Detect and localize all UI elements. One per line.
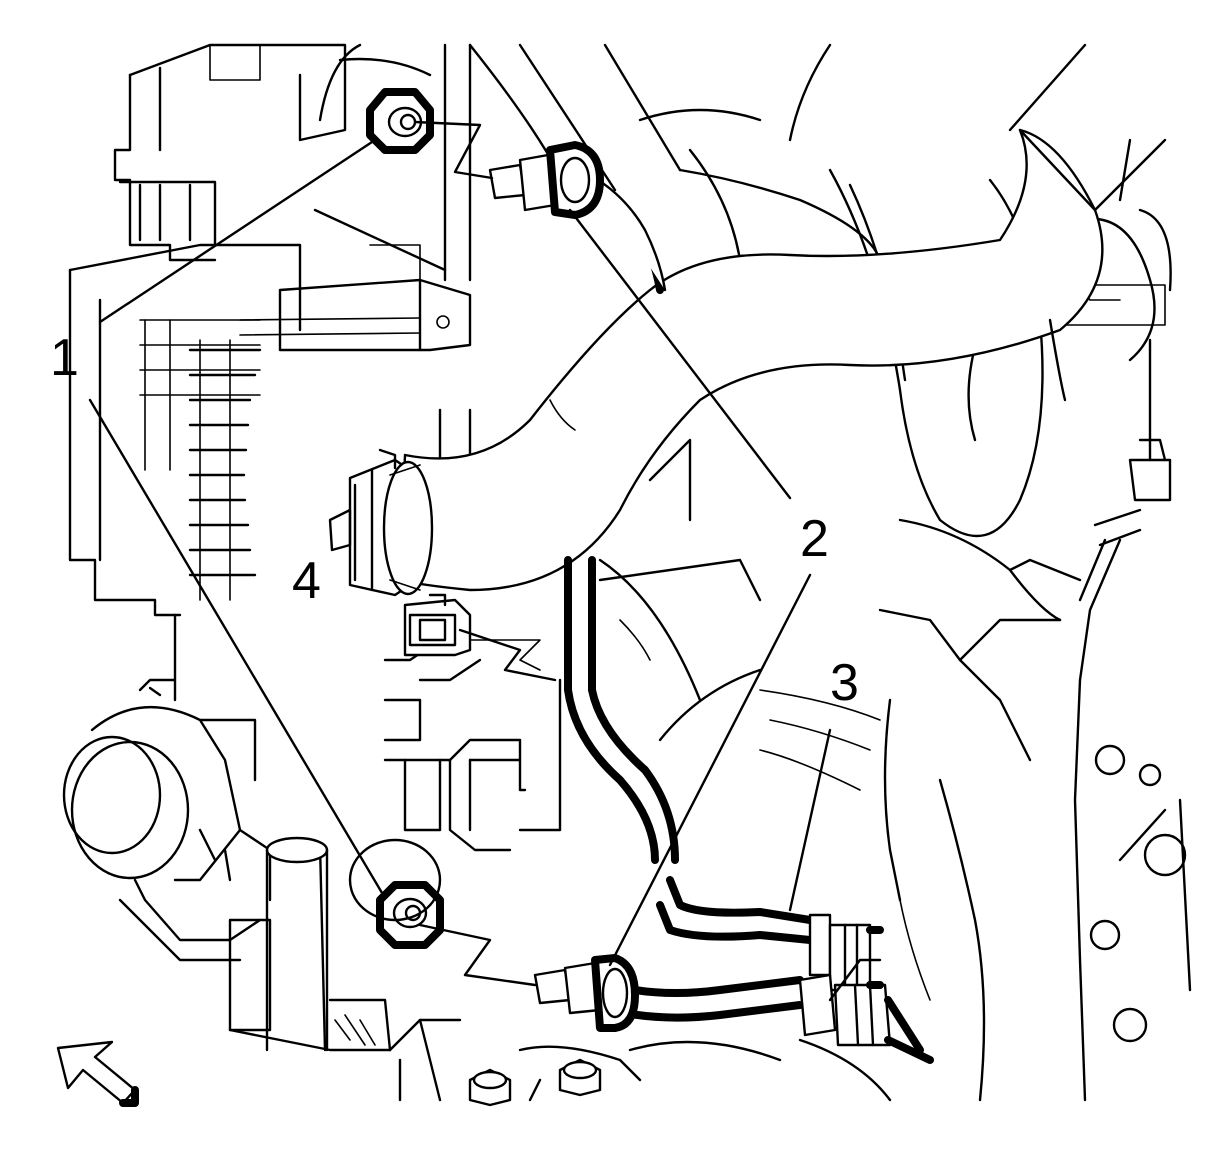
alignment-break-lines xyxy=(413,120,557,987)
bottom-bolt-right xyxy=(558,1058,602,1097)
leader-lines xyxy=(88,140,832,967)
bottom-bolt-left xyxy=(468,1068,512,1107)
arrow-up-left-icon xyxy=(56,1040,139,1107)
upper-fitting-nut xyxy=(366,88,434,154)
hose-clamp xyxy=(328,448,434,597)
cooler-line-lower xyxy=(564,556,814,1022)
upper-line-connector xyxy=(488,141,604,219)
callout-2: 2 xyxy=(800,510,829,568)
cooler-line-fittings xyxy=(798,913,934,1064)
coolant-hose xyxy=(398,128,1104,592)
callout-labels: 1 2 3 4 xyxy=(50,329,859,712)
sensor-connector xyxy=(403,593,472,657)
callout-4: 4 xyxy=(292,552,321,610)
lower-line-connector xyxy=(533,954,639,1032)
engine-background-linework xyxy=(62,43,1192,1107)
lower-fitting-nut xyxy=(348,838,444,949)
callout-3: 3 xyxy=(830,654,859,712)
callout-1: 1 xyxy=(50,329,79,387)
